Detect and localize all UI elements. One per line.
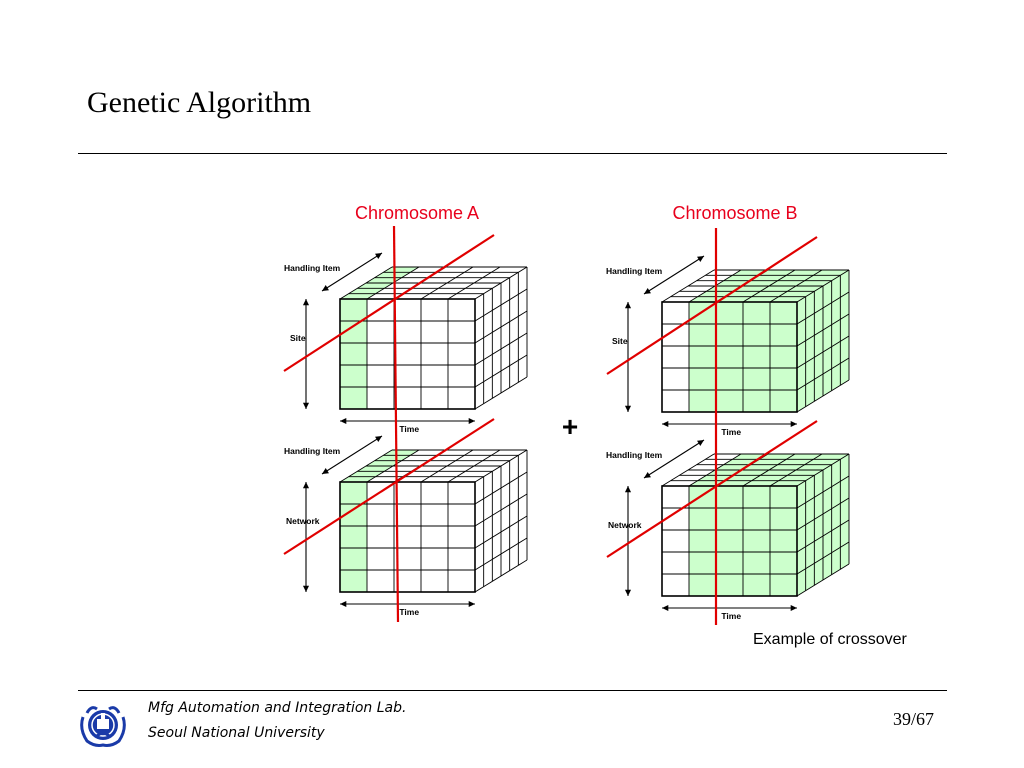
depth-label: Handling Item: [606, 450, 663, 460]
time-axis-arrow: [340, 417, 475, 425]
depth-axis-arrow: [643, 439, 705, 479]
vertical-label: Network: [286, 516, 320, 526]
vertical-axis-arrow: [302, 482, 310, 592]
footer-lab-name: Mfg Automation and Integration Lab.: [148, 700, 407, 716]
depth-axis-arrow: [321, 435, 383, 475]
crossover-diagram: Chromosome A Chromosome B + Handling Ite…: [283, 203, 850, 625]
university-seal-icon: [80, 706, 126, 747]
page-number: 39/67: [893, 709, 935, 729]
depth-label: Handling Item: [284, 263, 341, 273]
cut-line-vertical-a: [392, 225, 400, 623]
plus-sign: +: [562, 411, 578, 442]
chromosome-a-label: Chromosome A: [355, 203, 479, 223]
vertical-label: Site: [290, 333, 306, 343]
vertical-axis-arrow: [624, 302, 632, 412]
time-axis-arrow: [340, 600, 475, 608]
vertical-label: Network: [608, 520, 642, 530]
footer-university: Seoul National University: [148, 725, 325, 741]
cut-line-diagonal-a-top: [283, 234, 495, 372]
cut-line-diagonal-b-bottom: [606, 420, 818, 558]
cut-line-diagonal-b-top: [606, 236, 818, 375]
vertical-axis-arrow: [302, 299, 310, 409]
crossover-caption: Example of crossover: [753, 631, 907, 648]
chromosome-b-label: Chromosome B: [672, 203, 797, 223]
time-label: Time: [721, 427, 741, 437]
title-divider: [78, 153, 947, 154]
footer-divider: [78, 690, 947, 691]
time-axis-arrow: [662, 604, 797, 612]
vertical-axis-arrow: [624, 486, 632, 596]
depth-label: Handling Item: [606, 266, 663, 276]
time-label: Time: [721, 611, 741, 621]
time-label: Time: [399, 607, 419, 617]
cut-line-diagonal-a-bottom: [283, 418, 495, 555]
time-label: Time: [399, 424, 419, 434]
time-axis-arrow: [662, 420, 797, 428]
slide-title: Genetic Algorithm: [87, 86, 312, 119]
depth-axis-arrow: [643, 255, 705, 295]
vertical-label: Site: [612, 336, 628, 346]
depth-axis-arrow: [321, 252, 383, 292]
depth-label: Handling Item: [284, 446, 341, 456]
